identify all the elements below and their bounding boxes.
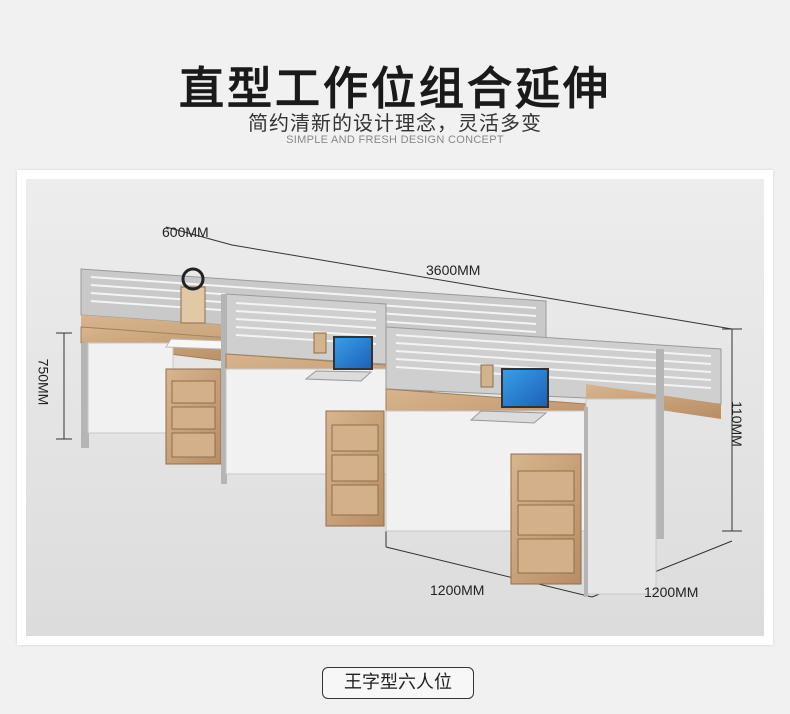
dim-unit-width-label: 1200MM: [430, 582, 485, 598]
dim-height-label: 750MM: [35, 358, 52, 406]
desk-right: [385, 364, 657, 597]
page-title: 直型工作位组合延伸: [178, 62, 611, 115]
dim-unit-depth-label: 1200MM: [644, 584, 699, 600]
dim-total-length-label: 3600MM: [426, 262, 481, 278]
product-photo-frame: 600MM 3600MM 750MM 110MM 1200MM 1200MM: [17, 170, 773, 645]
model-caption: 王字型六人位: [322, 667, 474, 699]
workstation-illustration: [26, 179, 764, 636]
dim-depth-label: 600MM: [162, 224, 209, 240]
desk-left: [80, 267, 248, 465]
desk-middle: [225, 332, 517, 527]
page-subtitle: 简约清新的设计理念，灵活多变: [248, 111, 542, 135]
page-subtitle-en: SIMPLE AND FRESH DESIGN CONCEPT: [286, 134, 504, 146]
product-photo: 600MM 3600MM 750MM 110MM 1200MM 1200MM: [26, 179, 764, 636]
dim-screen-height-label: 110MM: [728, 401, 745, 447]
